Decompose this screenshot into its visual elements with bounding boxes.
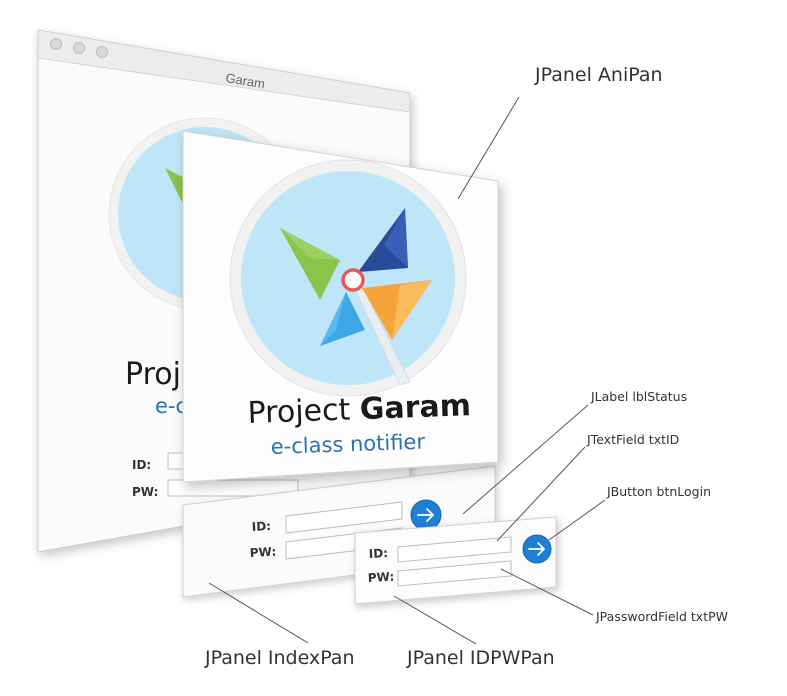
index-id-field[interactable] [285,501,403,534]
minimize-window-button[interactable] [73,42,85,54]
arrow-right-icon [528,542,545,556]
blade-blue-light [320,292,346,346]
label-txt-id: JTextField txtID [587,432,680,447]
blade-orange-light [392,280,432,340]
leader-index-pan [208,582,309,644]
label-btn-login: JButton btnLogin [607,484,712,499]
idpw-id-label: ID: [368,546,388,561]
label-anipan: JPanel AniPan [535,64,663,86]
idpw-pw-label: PW: [367,570,394,585]
btn-login[interactable] [522,534,552,564]
blade-navy-light [384,208,408,268]
leader-btn-login [548,499,606,541]
blade-green-light [280,228,340,260]
pinwheel-center [341,268,365,292]
close-window-button[interactable] [50,38,62,50]
project-word: Project [247,392,351,431]
label-index-pan: JPanel IndexPan [205,647,355,669]
project-title: Project Garam [247,388,471,431]
label-txt-pw: JPasswordField txtPW [596,609,728,624]
window-title: Garam [225,70,267,91]
leader-txt-id [496,446,586,542]
leader-idpw-pan [393,595,477,645]
label-idpw-pan: JPanel IDPWPan [407,647,555,669]
leader-anipan [457,96,520,200]
back-pw-field[interactable] [167,479,299,497]
txt-pw-field[interactable] [397,560,512,587]
index-id-label: ID: [251,519,271,534]
back-id-label: ID: [132,458,151,472]
back-pw-label: PW: [132,485,158,499]
txt-id-field[interactable] [397,536,512,563]
tagline: e-class notifier [270,430,425,459]
blade-green [280,228,340,300]
project-name: Garam [359,388,471,427]
leader-txt-pw [500,568,594,616]
leader-lbl-status [462,404,589,515]
arrow-right-icon [417,508,434,522]
title-bar[interactable] [37,29,411,113]
label-lbl-status: JLabel lblStatus [591,389,688,404]
maximize-window-button[interactable] [96,46,108,58]
index-pw-label: PW: [249,545,276,560]
